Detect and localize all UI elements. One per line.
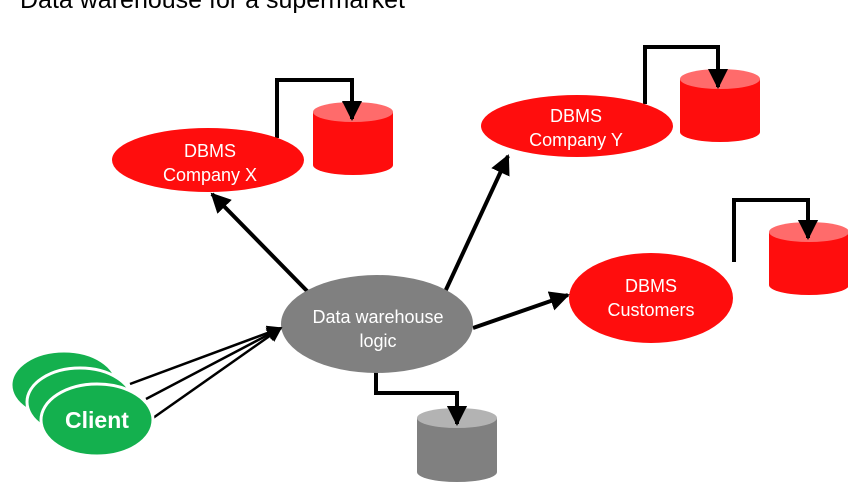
- edge-client-2-to-warehouse: [145, 326, 283, 401]
- dbms-customers-node[interactable]: DBMS Customers: [569, 253, 733, 343]
- company-y-label-line1: DBMS: [550, 106, 602, 126]
- data-warehouse-logic-node[interactable]: Data warehouse logic: [281, 275, 473, 373]
- warehouse-label-line1: Data warehouse: [312, 307, 443, 327]
- customers-group: DBMS Customers: [569, 198, 848, 343]
- company-y-label-line2: Company Y: [529, 130, 623, 150]
- customers-label-line1: DBMS: [625, 276, 677, 296]
- customers-label-line2: Customers: [607, 300, 694, 320]
- client-front: [39, 382, 155, 458]
- client-stack[interactable]: Client: [9, 349, 155, 458]
- warehouse-label-line2: logic: [359, 331, 396, 351]
- edge-warehouse-to-company-x: [210, 192, 311, 295]
- company-y-database-icon: [680, 69, 760, 142]
- edge-client-3-to-warehouse: [152, 326, 283, 420]
- company-x-label-line1: DBMS: [184, 141, 236, 161]
- client-label: Client: [65, 407, 129, 433]
- edge-warehouse-to-customers: [472, 291, 570, 330]
- diagram-title: Data warehouse for a supermarket: [20, 0, 405, 14]
- company-y-group: DBMS Company Y: [481, 45, 760, 157]
- company-x-label-line2: Company X: [163, 165, 257, 185]
- edge-client-1-to-warehouse: [129, 325, 283, 386]
- dbms-company-y-node[interactable]: DBMS Company Y: [481, 95, 673, 157]
- company-x-group: DBMS Company X: [112, 78, 393, 192]
- dbms-company-x-node[interactable]: DBMS Company X: [112, 128, 304, 192]
- warehouse-storage-group: [374, 372, 497, 482]
- edge-warehouse-to-company-y: [442, 154, 510, 295]
